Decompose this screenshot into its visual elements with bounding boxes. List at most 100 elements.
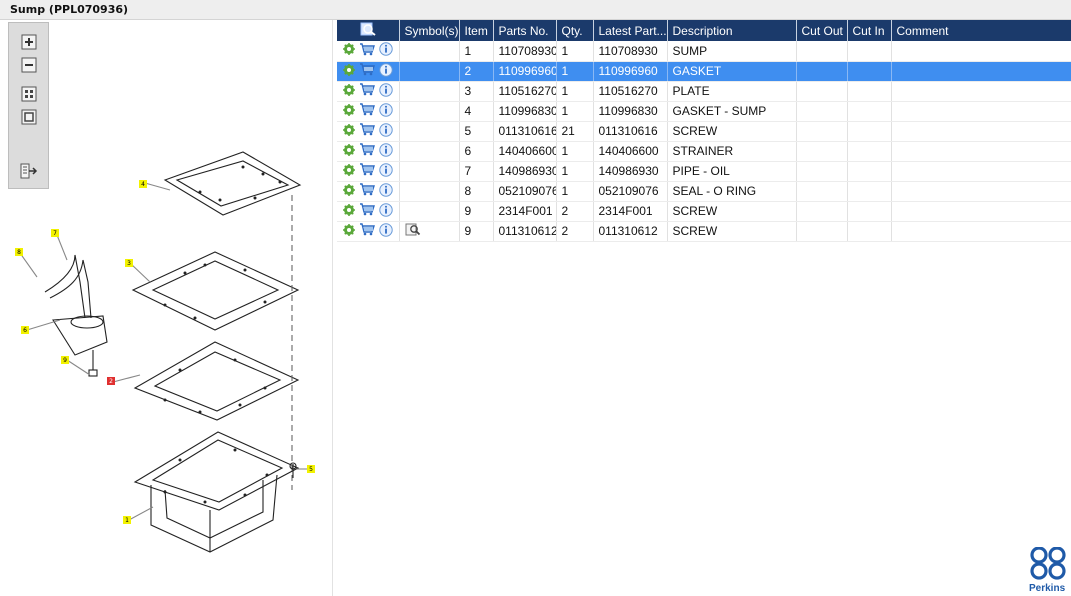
fit-page-icon[interactable] (16, 83, 41, 105)
zoom-in-icon[interactable] (16, 31, 41, 53)
gear-icon[interactable] (343, 43, 355, 58)
callout-7[interactable]: 7 (53, 230, 57, 237)
info-icon[interactable] (379, 122, 393, 140)
info-icon[interactable] (379, 42, 393, 59)
cart-icon[interactable] (359, 103, 375, 119)
cell-parts-no: 110996960 (493, 61, 557, 82)
cart-icon[interactable] (359, 83, 375, 99)
gear-icon[interactable] (343, 103, 355, 119)
info-icon[interactable] (379, 102, 393, 120)
cell-comment (891, 181, 1071, 202)
cart-icon[interactable] (359, 123, 375, 139)
callout-5[interactable]: 5 (309, 466, 313, 473)
cart-icon[interactable] (359, 63, 375, 79)
col-comment[interactable]: Comment (891, 20, 1071, 41)
cell-cut-out (796, 201, 848, 222)
cell-cut-in (847, 181, 892, 202)
info-icon[interactable] (379, 82, 393, 100)
gear-icon[interactable] (343, 203, 355, 219)
col-description[interactable]: Description (667, 20, 797, 41)
cell-cut-in (847, 121, 892, 142)
cell-latest-part: 011310616 (593, 121, 668, 142)
actual-size-icon[interactable] (16, 106, 41, 128)
cell-parts-no: 110708930 (493, 41, 557, 62)
cell-cut-out (796, 101, 848, 122)
info-icon[interactable] (379, 162, 393, 180)
col-latest-part[interactable]: Latest Part... (593, 20, 668, 41)
cell-cut-in (847, 81, 892, 102)
cell-cut-out (796, 61, 848, 82)
cart-icon[interactable] (359, 143, 375, 159)
cell-parts-no: 011310616 (493, 121, 557, 142)
gear-icon[interactable] (343, 223, 355, 239)
callout-4[interactable]: 4 (141, 181, 145, 188)
info-icon[interactable] (379, 202, 393, 220)
gear-icon[interactable] (343, 123, 355, 139)
cell-latest-part: 011310612 (593, 221, 668, 242)
cart-icon[interactable] (359, 183, 375, 199)
gear-icon[interactable] (343, 83, 355, 99)
cell-description: GASKET (667, 61, 797, 82)
cell-description: GASKET - SUMP (667, 101, 797, 122)
cell-cut-in (847, 161, 892, 182)
view-all-header-icon[interactable] (337, 20, 400, 41)
gear-icon[interactable] (343, 143, 355, 159)
col-cut-in[interactable]: Cut In (847, 20, 892, 41)
cell-cut-out (796, 221, 848, 242)
callout-8[interactable]: 8 (17, 249, 21, 256)
view-part-icon[interactable] (405, 223, 421, 239)
cart-icon[interactable] (359, 203, 375, 219)
cell-symbol (399, 201, 460, 222)
cell-parts-no: 140406600 (493, 141, 557, 162)
col-cut-out[interactable]: Cut Out (796, 20, 848, 41)
col-symbols[interactable]: Symbol(s) (399, 20, 460, 41)
callout-9[interactable]: 9 (63, 357, 67, 364)
cart-icon[interactable] (359, 163, 375, 179)
title-bar: Sump (PPL070936) (0, 0, 1071, 20)
info-icon[interactable] (379, 62, 393, 80)
cell-cut-in (847, 101, 892, 122)
cart-icon[interactable] (359, 223, 375, 239)
col-qty[interactable]: Qty. (556, 20, 594, 41)
cell-item: 1 (459, 41, 494, 62)
callout-3[interactable]: 3 (127, 260, 131, 267)
cell-qty: 1 (556, 101, 594, 122)
col-item[interactable]: Item (459, 20, 494, 41)
info-icon[interactable] (379, 142, 393, 160)
gear-icon[interactable] (343, 163, 355, 179)
row-actions (337, 161, 400, 182)
cell-comment (891, 61, 1071, 82)
callout-6[interactable]: 6 (23, 327, 27, 334)
export-icon[interactable] (16, 160, 41, 182)
cell-latest-part: 140406600 (593, 141, 668, 162)
cart-icon[interactable] (359, 43, 375, 59)
col-parts-no[interactable]: Parts No. (493, 20, 557, 41)
cell-item: 8 (459, 181, 494, 202)
cell-cut-out (796, 181, 848, 202)
info-icon[interactable] (379, 222, 393, 240)
zoom-out-icon[interactable] (16, 54, 41, 76)
cell-parts-no: 052109076 (493, 181, 557, 202)
row-actions (337, 201, 400, 222)
cell-cut-out (796, 41, 848, 62)
gear-icon[interactable] (343, 63, 355, 79)
table-header: Symbol(s) Item Parts No. Qty. Latest Par… (337, 20, 1071, 41)
callout-1[interactable]: 1 (125, 517, 129, 524)
info-icon[interactable] (379, 182, 393, 200)
cell-latest-part: 110996830 (593, 101, 668, 122)
callout-2[interactable]: 2 (109, 378, 113, 385)
cell-item: 3 (459, 81, 494, 102)
gear-icon[interactable] (343, 183, 355, 199)
cell-latest-part: 110516270 (593, 81, 668, 102)
diagram-pane[interactable]: 4 3 7 8 6 9 2 5 1 (5, 20, 333, 596)
